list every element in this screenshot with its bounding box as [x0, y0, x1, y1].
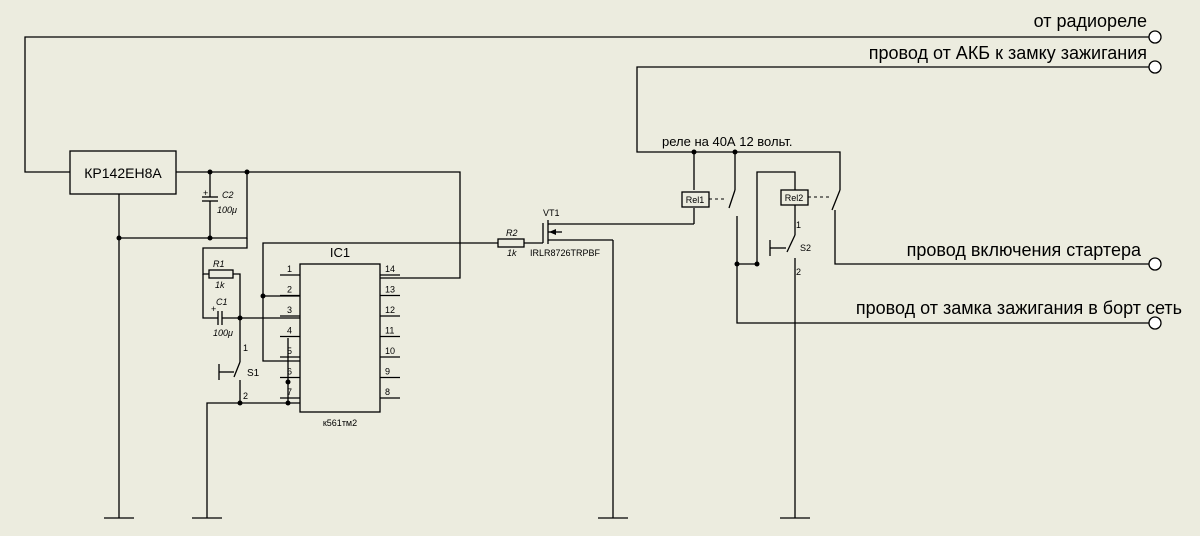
ic-pin-label: 6 [287, 367, 292, 377]
vt1-ref: VT1 [543, 208, 560, 218]
s1-pin1: 1 [243, 343, 248, 353]
battery-terminal[interactable] [1148, 60, 1162, 74]
radio-relay-terminal[interactable] [1148, 30, 1162, 44]
onboard-terminal[interactable] [1148, 316, 1162, 330]
starter-line: провод включения стартера [834, 210, 1162, 271]
relay-rel2: Rel2 [756, 171, 841, 264]
relay-note: реле на 40А 12 вольт. [662, 134, 792, 149]
r2-ref: R2 [506, 228, 518, 238]
ic1-ref: IC1 [330, 245, 350, 260]
r1-ref: R1 [213, 259, 225, 269]
s2-pin1: 1 [796, 220, 801, 230]
switch-s1[interactable]: 1 2 S1 [218, 318, 260, 403]
onboard-line: провод от замка зажигания в борт сеть [736, 264, 1182, 330]
c2-value: 100μ [217, 205, 237, 215]
ic-pin-label: 11 [385, 326, 394, 336]
resistor-r1: R1 1k [202, 238, 248, 318]
ic-pin-label: 13 [385, 285, 395, 295]
ic-pin-label: 5 [287, 346, 292, 356]
s2-ref: S2 [800, 243, 811, 253]
ic-pin-label: 12 [385, 305, 395, 315]
transistor-vt1: VT1 IRLR8726TRPBF [530, 208, 694, 519]
resistor-r2: R2 1k [497, 228, 543, 258]
ic-pin-label: 4 [287, 326, 292, 336]
c2-ref: C2 [222, 190, 234, 200]
ic-pin-label: 8 [385, 387, 390, 397]
ic-pin-label: 7 [287, 387, 292, 397]
r1-value: 1k [215, 280, 225, 290]
relay-rel1: Rel1 [681, 189, 738, 264]
regulator-label: КР142ЕН8А [84, 165, 162, 181]
battery-line: провод от АКБ к замку зажигания реле на … [636, 43, 1162, 190]
s1-pin2: 2 [243, 391, 248, 401]
starter-label: провод включения стартера [907, 240, 1142, 260]
capacitor-c2: + C2 100μ [202, 172, 237, 238]
voltage-regulator: КР142ЕН8А [69, 150, 177, 519]
rel1-ref: Rel1 [686, 195, 705, 205]
battery-label: провод от АКБ к замку зажигания [869, 43, 1147, 63]
starter-terminal[interactable] [1148, 257, 1162, 271]
onboard-label: провод от замка зажигания в борт сеть [856, 298, 1182, 318]
c1-ref: C1 [216, 297, 228, 307]
radio-relay-label: от радиореле [1034, 11, 1147, 31]
ic-pin-label: 1 [287, 264, 292, 274]
svg-text:+: + [211, 304, 216, 314]
ic-pin-label: 14 [385, 264, 395, 274]
capacitor-c1: + C1 100μ [202, 274, 300, 338]
ic-pin-label: 3 [287, 305, 292, 315]
c1-value: 100μ [213, 328, 233, 338]
switch-s2[interactable]: S2 1 2 [769, 220, 811, 519]
radio-relay-line: от радиореле [24, 11, 1162, 173]
s2-pin2: 2 [796, 267, 801, 277]
svg-text:+: + [203, 188, 208, 198]
ic1-part: к561тм2 [323, 418, 357, 428]
ic-pin-label: 2 [287, 285, 292, 295]
s1-ref: S1 [247, 368, 260, 379]
ic-pin-label: 9 [385, 367, 390, 377]
r2-value: 1k [507, 248, 517, 258]
ic-pin-label: 10 [385, 346, 395, 356]
rel2-ref: Rel2 [785, 193, 804, 203]
vt1-part: IRLR8726TRPBF [530, 248, 601, 258]
